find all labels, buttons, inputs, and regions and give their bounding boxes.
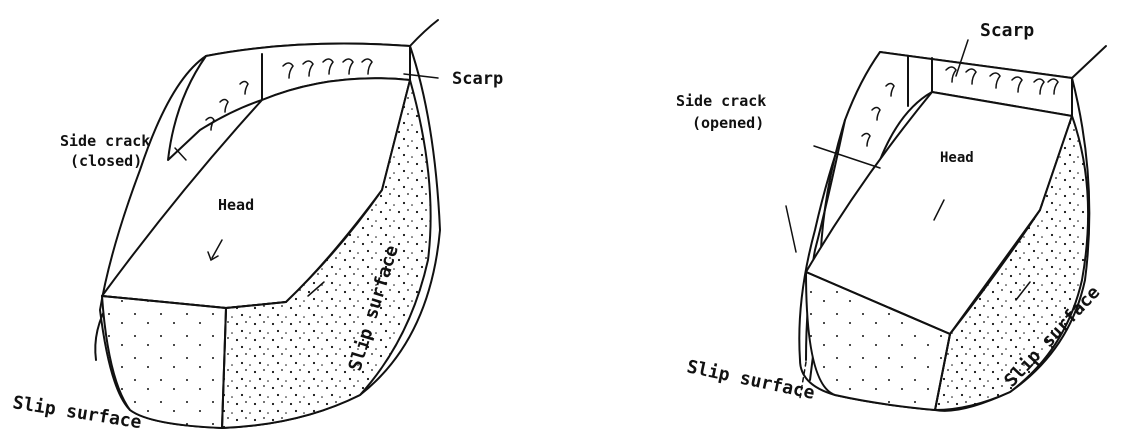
left-head-label: Head [218,196,254,214]
right-scarp-label: Scarp [980,20,1034,41]
right-side-crack-label-line1: Side crack [676,92,766,110]
right-side-crack-label-line2: (opened) [692,114,764,132]
left-scarp-label: Scarp [452,69,503,89]
left-scarp-trace [410,20,438,46]
left-side-crack-leader [175,148,186,160]
right-slip-surface-bottom-label: Slip surface [685,356,817,404]
right-head-label: Head [940,150,974,166]
left-landslide-figure: Scarp Side crack (closed) Head Slip surf… [11,20,503,433]
right-crack-tick [786,206,796,252]
left-side-crack-label-line1: Side crack [60,132,150,150]
left-side-crack-label-line2: (closed) [70,152,142,170]
right-scarp-trace [1072,46,1106,78]
right-landslide-figure: Scarp Side crack (opened) Head Slip surf… [676,20,1106,411]
